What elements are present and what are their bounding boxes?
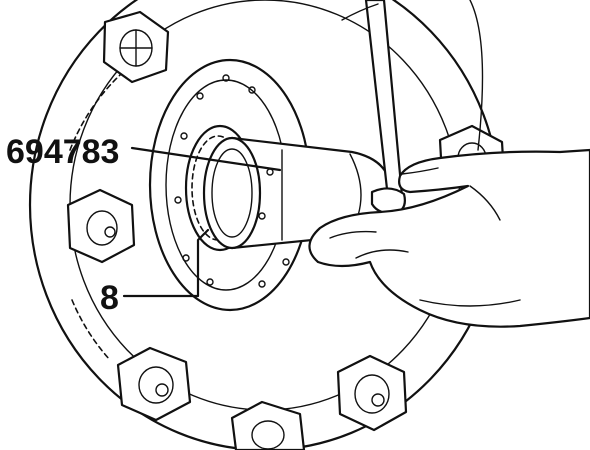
callout-leader-part (122, 228, 210, 298)
callout-label-tool-number: 694783 (6, 133, 119, 171)
callout-label-part-number: 8 (100, 279, 119, 317)
callout-leader-tool (130, 146, 282, 172)
lug-nut-bottom (230, 400, 306, 450)
lug-nut-left (66, 188, 136, 264)
lug-nut-bottom-right (336, 354, 408, 432)
hammer-handle (364, 0, 406, 216)
arm-sleeve (341, 0, 484, 151)
hand (308, 148, 590, 328)
lug-nut-bottom-left (116, 346, 192, 422)
lug-nut-top-left (102, 10, 170, 84)
